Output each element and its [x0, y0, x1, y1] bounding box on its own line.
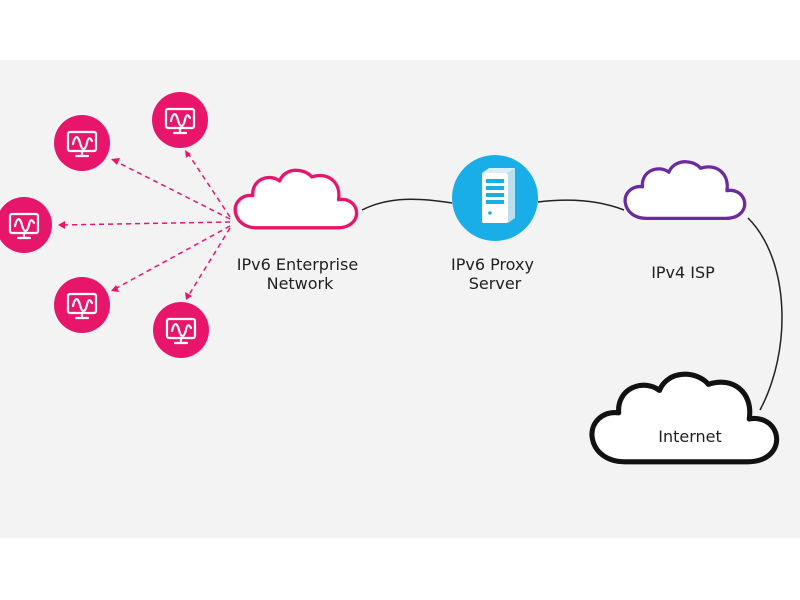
arrowhead-4 — [111, 285, 119, 292]
device-link-2 — [112, 159, 231, 220]
isp-label: IPv4 ISP — [651, 263, 715, 282]
cloud-icon — [235, 170, 356, 228]
proxy-label: IPv6 Proxy Server — [451, 255, 539, 293]
proxy-label-line-2: Server — [469, 274, 522, 293]
arrowhead-1 — [185, 150, 191, 158]
enterprise-label-line-1: IPv6 Enterprise — [237, 255, 358, 274]
device-link-5 — [186, 227, 231, 299]
monitor-icon — [66, 292, 98, 320]
monitor-icon — [8, 212, 40, 240]
device-arrowheads — [58, 150, 192, 300]
enterprise-label: IPv6 Enterprise Network — [237, 255, 364, 293]
device-link-4 — [112, 225, 231, 291]
arrowhead-3 — [58, 221, 65, 229]
internet-cloud[interactable] — [592, 374, 777, 462]
arrowhead-2 — [111, 158, 120, 165]
monitor-icon — [66, 130, 98, 158]
device-link-3 — [59, 221, 231, 226]
device-3[interactable] — [0, 197, 52, 253]
proxy-server[interactable] — [452, 155, 538, 241]
cloud-icon — [625, 162, 745, 219]
enterprise-label-line-2: Network — [267, 274, 335, 293]
arrowhead-5 — [185, 292, 192, 300]
link-enterprise-proxy — [361, 198, 453, 211]
device-5[interactable] — [153, 302, 209, 358]
device-1[interactable] — [152, 92, 208, 148]
monitor-icon — [164, 107, 196, 135]
device-4[interactable] — [54, 277, 110, 333]
server-icon — [482, 168, 515, 223]
device-2[interactable] — [54, 115, 110, 171]
proxy-label-line-1: IPv6 Proxy — [451, 255, 534, 274]
link-proxy-isp — [537, 199, 625, 211]
link-isp-internet — [747, 217, 783, 411]
isp-cloud[interactable] — [625, 162, 745, 219]
device-links — [59, 151, 231, 299]
monitor-icon — [165, 317, 197, 345]
cloud-icon — [592, 374, 777, 462]
enterprise-cloud[interactable] — [235, 170, 356, 228]
device-link-1 — [186, 151, 231, 218]
internet-label: Internet — [658, 427, 722, 446]
